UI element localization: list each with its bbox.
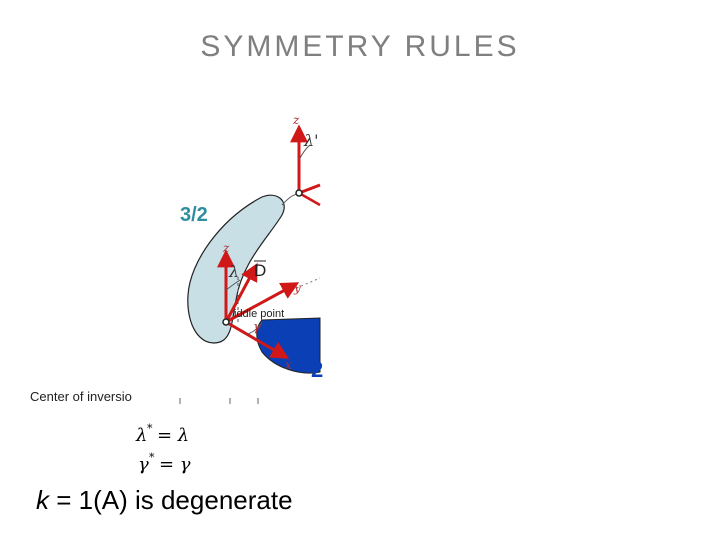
axis-y-label: y	[293, 281, 301, 295]
axis-z-left-label: z	[222, 241, 230, 255]
left-base-blob	[187, 194, 285, 344]
d-vector	[224, 262, 258, 323]
svg-text:γ: γ	[138, 454, 149, 475]
gamma-label: γ	[253, 320, 261, 335]
svg-text:= γ: = γ	[159, 454, 191, 475]
degeneracy-caption: k = 1(A) is degenerate	[36, 485, 293, 516]
lambda-label: λ	[228, 262, 239, 281]
middle-x-axis	[225, 320, 290, 359]
equation-lambda: λ * = λ	[135, 422, 189, 446]
top-frame-arrow-2	[298, 191, 321, 207]
label-3-2: 3/2	[180, 204, 208, 226]
lambda-arc	[225, 279, 241, 291]
axis-x-label: x	[285, 358, 292, 372]
center-of-inversion-label: Center of inversio	[30, 389, 132, 404]
axis-z-top-label: z	[292, 113, 300, 127]
label-2: 2	[311, 357, 323, 382]
gamma-arc	[247, 321, 263, 335]
equation-gamma: γ * = γ	[138, 451, 191, 475]
lambda-prime-label: λ'	[303, 131, 319, 150]
d-vector-label: D	[254, 261, 266, 280]
svg-text:*: *	[149, 451, 155, 464]
svg-text:*: *	[147, 422, 153, 435]
page-title: SYMMETRY RULES	[200, 30, 520, 63]
top-lambda-arc	[298, 144, 311, 161]
k-symbol: k	[36, 485, 49, 515]
middle-y-axis	[225, 282, 300, 324]
middle-point-label: iddle point	[234, 308, 284, 320]
top-frame-origin	[295, 189, 303, 197]
svg-text:λ: λ	[135, 425, 147, 446]
caption-text: = 1(A) is degenerate	[49, 485, 293, 515]
middle-point-marker	[222, 318, 230, 326]
svg-text:= λ: = λ	[157, 425, 189, 446]
